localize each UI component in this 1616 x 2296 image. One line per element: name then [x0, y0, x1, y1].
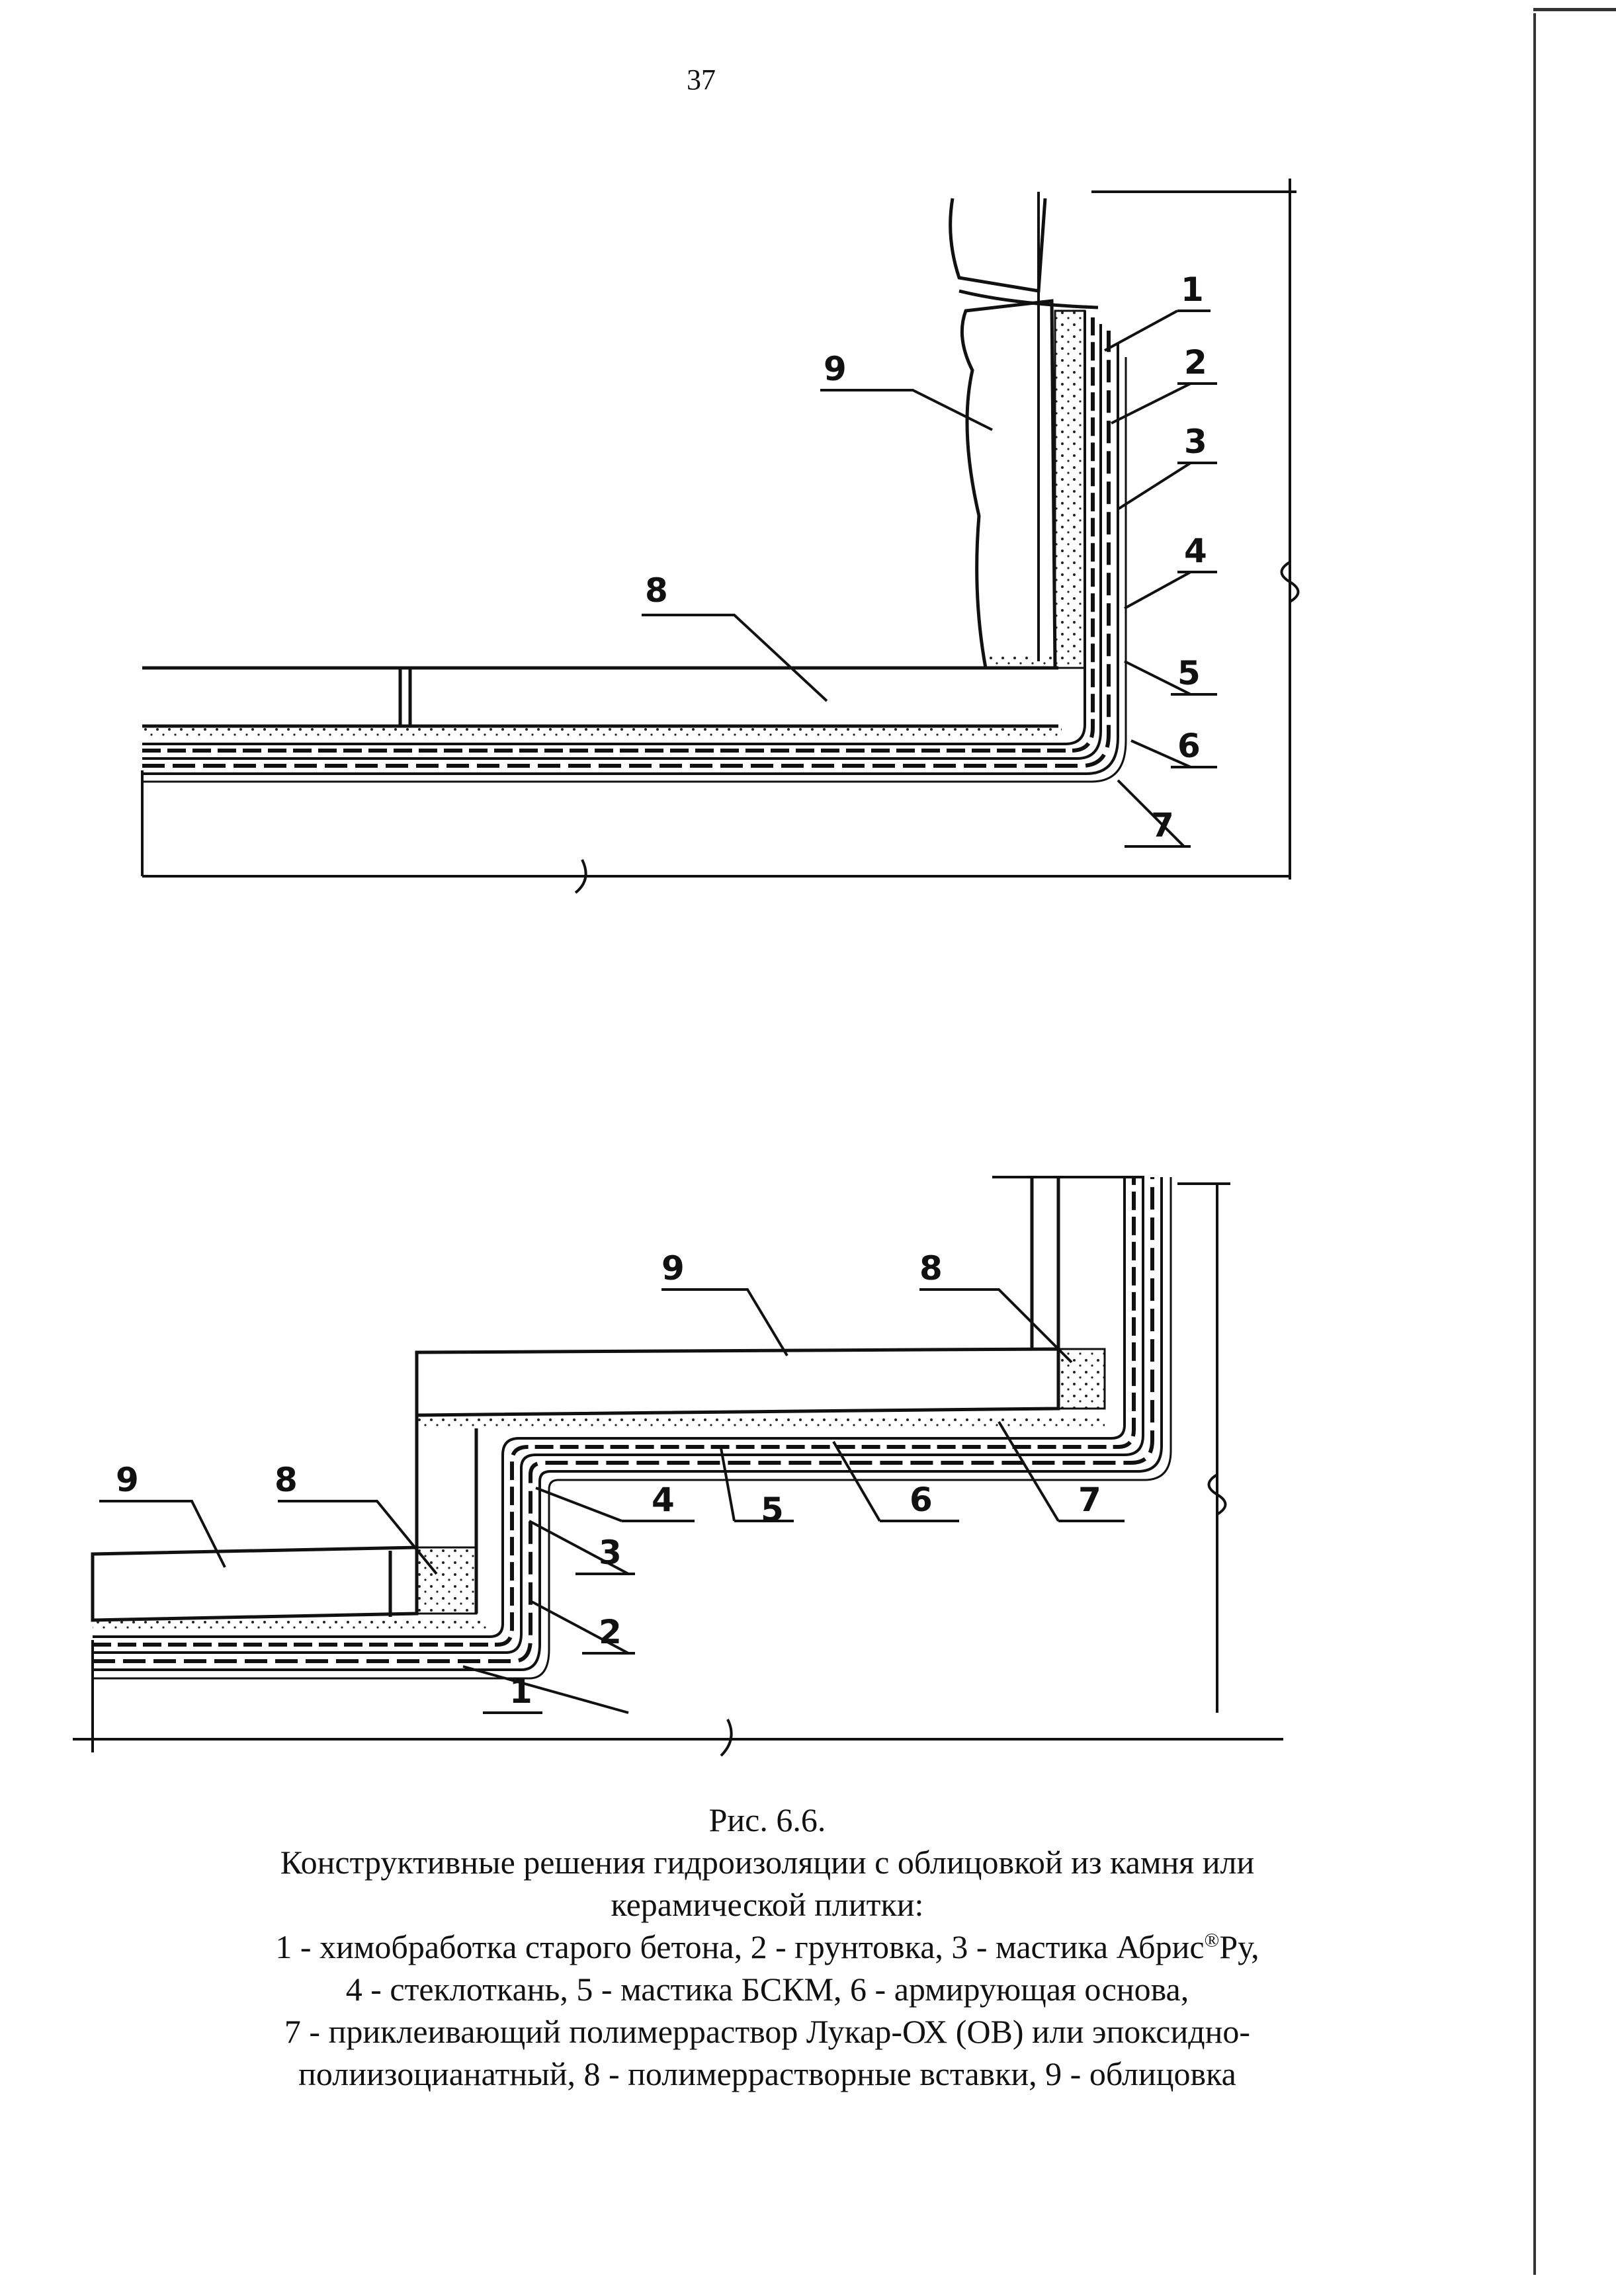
fig2-callout-8-lower: 8 — [275, 1461, 298, 1499]
caption-title-line-1: Конструктивные решения гидроизоляции с о… — [280, 1844, 1255, 1881]
waterproofing-layers — [142, 311, 1127, 783]
fig1-callout-8: 8 — [645, 571, 668, 610]
caption-title-line-2: керамической плитки: — [611, 1886, 924, 1923]
fig1-callout-9: 9 — [824, 350, 847, 388]
frame-lines — [141, 179, 1300, 894]
legend-line-1-text-b: Ру, — [1219, 1928, 1259, 1965]
scan-edge-line — [1533, 13, 1536, 2275]
fig1-callout-5: 5 — [1177, 654, 1201, 692]
lower-facing-tile — [91, 1545, 419, 1622]
fig2-callout-2: 2 — [599, 1613, 622, 1651]
fig1-callout-7: 7 — [1151, 806, 1174, 844]
fig2-callout-9-lower: 9 — [116, 1461, 139, 1499]
upper-wall — [1030, 1177, 1060, 1349]
lower-mortar-insert — [415, 1546, 478, 1615]
fig1-callout-4: 4 — [1184, 532, 1207, 570]
fig1-callout-6: 6 — [1177, 727, 1201, 765]
upper-wall-mortar-insert — [1057, 1348, 1106, 1410]
leader-lines — [642, 309, 1192, 848]
upper-facing-tile — [415, 1347, 1060, 1417]
fig2-callout-8-upper: 8 — [919, 1249, 943, 1288]
wall-mortar-insert — [1054, 309, 1086, 669]
waterproofing-layers-2 — [93, 1177, 1172, 1680]
callout-underlines-2 — [483, 1520, 1125, 1714]
leader-lines-2 — [99, 1288, 1073, 1714]
lower-adhesive-layer — [93, 1620, 489, 1632]
callout-underlines — [1125, 309, 1217, 848]
caption-legend-line-3: 7 - приклеивающий полимерраствор Лукар-О… — [284, 2013, 1251, 2050]
scan-edge-top — [1533, 8, 1616, 11]
upper-adhesive-layer — [417, 1415, 1105, 1430]
fig2-callout-7: 7 — [1078, 1481, 1101, 1519]
wall-facing-stone — [949, 192, 1099, 670]
frame-lines-2 — [73, 1176, 1283, 1757]
figure-caption: Рис. 6.6. Конструктивные решения гидроиз… — [79, 1799, 1455, 2095]
page-number: 37 — [687, 63, 716, 96]
floor-adhesive-layer — [142, 726, 1062, 739]
fig1-callout-1: 1 — [1181, 270, 1204, 309]
fig1-callout-3: 3 — [1184, 423, 1207, 461]
figure-1-wall-floor-junction: 1 2 3 4 5 6 7 8 9 — [141, 179, 1300, 894]
fig2-callout-1: 1 — [509, 1672, 532, 1711]
caption-legend-line-4: полиизоцианатный, 8 - полимеррастворные … — [298, 2055, 1236, 2092]
figure-reference: Рис. 6.6. — [708, 1801, 826, 1838]
registered-mark: ® — [1204, 1929, 1220, 1951]
fig2-callout-5: 5 — [761, 1491, 784, 1529]
fig2-callout-6: 6 — [910, 1481, 933, 1519]
fig2-callout-9-upper: 9 — [661, 1249, 685, 1288]
fig1-callout-2: 2 — [1184, 343, 1207, 382]
caption-legend-line-1: 1 - химобработка старого бетона, 2 - гру… — [79, 1926, 1455, 1968]
fig2-callout-4: 4 — [652, 1481, 675, 1519]
fig2-callout-3: 3 — [599, 1534, 622, 1572]
figure-2-stepped-junction: 9 8 9 8 4 5 6 7 3 2 1 — [73, 1176, 1283, 1757]
caption-legend-line-2: 4 - стеклоткань, 5 - мастика БСКМ, 6 - а… — [345, 1971, 1189, 2008]
legend-line-1-text-a: 1 - химобработка старого бетона, 2 - гру… — [275, 1928, 1205, 1965]
